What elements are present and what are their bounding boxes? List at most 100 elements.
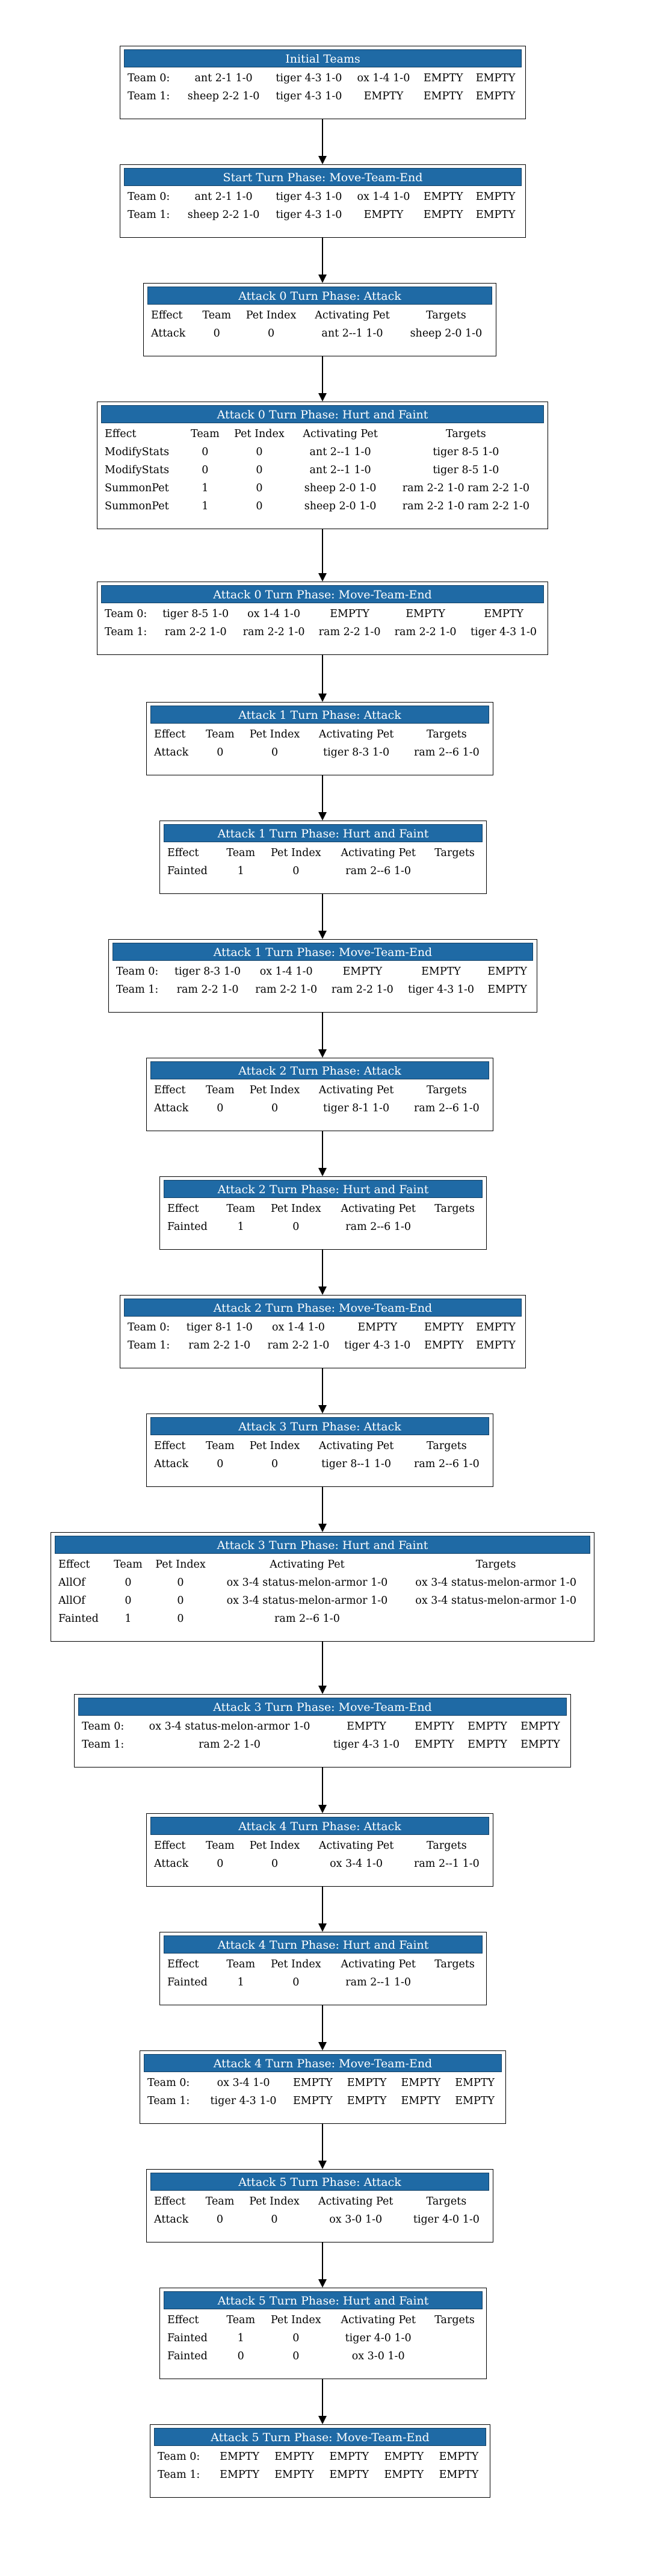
header-cell: Targets	[427, 1840, 467, 1852]
table-cell: EMPTY	[439, 2469, 479, 2481]
node-title: Attack 3 Turn Phase: Hurt and Faint	[55, 1536, 590, 1554]
arrowhead-icon	[318, 1286, 327, 1295]
team-label: Team 1:	[147, 2095, 190, 2107]
header-cell: Pet Index	[271, 2314, 321, 2326]
table-cell: sheep 2-0 1-0	[410, 327, 483, 340]
node-title: Attack 0 Turn Phase: Move-Team-End	[101, 585, 544, 603]
header-cell: Team	[226, 1958, 256, 1970]
header-cell: Team	[226, 847, 256, 859]
table-cell: EMPTY	[520, 1721, 560, 1733]
header-cell: Team	[191, 428, 220, 440]
table-cell: tiger 8--1 1-0	[321, 1458, 392, 1470]
table-cell: 0	[292, 1221, 300, 1233]
table-cell: ram 2-2 1-0	[255, 984, 318, 996]
node-title: Attack 3 Turn Phase: Attack	[150, 1417, 489, 1435]
table-cell: EMPTY	[415, 1721, 454, 1733]
table-cell: ox 3-4 status-melon-armor 1-0	[149, 1721, 310, 1733]
table-cell: EMPTY	[424, 1339, 464, 1352]
header-cell: Targets	[434, 847, 475, 859]
header-cell: Activating Pet	[270, 1559, 345, 1571]
table-cell	[427, 862, 483, 880]
table-cell: tiger 4-3 1-0	[210, 2095, 277, 2107]
team-label: Team 1:	[128, 90, 170, 102]
table-cell: 0	[292, 2350, 300, 2362]
header-cell: Targets	[426, 2196, 467, 2208]
table-cell: EMPTY	[468, 1721, 507, 1733]
header-cell: Activating Pet	[318, 1084, 394, 1096]
arrowhead-icon	[318, 1686, 327, 1694]
header-cell: Targets	[426, 309, 466, 321]
header-cell: Activating Pet	[341, 1203, 416, 1215]
team-label: Team 0:	[128, 191, 170, 203]
table-cell: EMPTY	[363, 209, 404, 221]
table-cell: 1	[202, 500, 209, 512]
team-label: Team 0:	[128, 72, 170, 84]
arrowhead-icon	[318, 1168, 327, 1176]
header-cell: Team	[226, 1203, 256, 1215]
node-title: Attack 5 Turn Phase: Hurt and Faint	[164, 2291, 483, 2309]
table-cell: tiger 4-3 1-0	[471, 626, 537, 638]
table-cell: EMPTY	[455, 2095, 495, 2107]
header-cell: Pet Index	[249, 728, 300, 740]
table-cell: 1	[237, 1221, 244, 1233]
table-cell: ant 2--1 1-0	[321, 327, 383, 340]
team-label: Team 0:	[116, 966, 159, 978]
table-cell	[427, 1218, 483, 1236]
effect-name: Fainted	[167, 2332, 208, 2344]
table-cell: EMPTY	[423, 191, 463, 203]
table-cell: 1	[237, 2332, 244, 2344]
table-cell: ox 3-4 status-melon-armor 1-0	[226, 1595, 388, 1607]
effect-name: Attack	[154, 746, 189, 759]
effect-name: Attack	[154, 1458, 189, 1470]
header-cell: Team	[114, 1559, 143, 1571]
table-cell: 0	[125, 1595, 132, 1607]
table-cell: EMPTY	[423, 209, 463, 221]
table-cell: sheep 2-2 1-0	[187, 209, 260, 221]
table-cell: ram 2--6 1-0	[345, 1221, 412, 1233]
table-cell: EMPTY	[520, 1739, 560, 1751]
table-cell: ram 2-2 1-0	[331, 984, 393, 996]
header-cell: Pet Index	[249, 1440, 300, 1452]
header-cell: Effect	[167, 2314, 199, 2326]
table-cell: EMPTY	[421, 966, 461, 978]
table-cell: EMPTY	[347, 2077, 387, 2089]
table-cell: ox 1-4 1-0	[272, 1321, 325, 1333]
effect-name: Fainted	[167, 1221, 208, 1233]
table-cell: EMPTY	[384, 2469, 424, 2481]
table-cell: EMPTY	[475, 191, 516, 203]
header-cell: Pet Index	[249, 1084, 300, 1096]
team-label: Team 1:	[158, 2469, 200, 2481]
table-cell: 1	[237, 865, 244, 877]
table-cell: ant 2-1 1-0	[194, 191, 253, 203]
table-cell	[427, 1973, 483, 1991]
